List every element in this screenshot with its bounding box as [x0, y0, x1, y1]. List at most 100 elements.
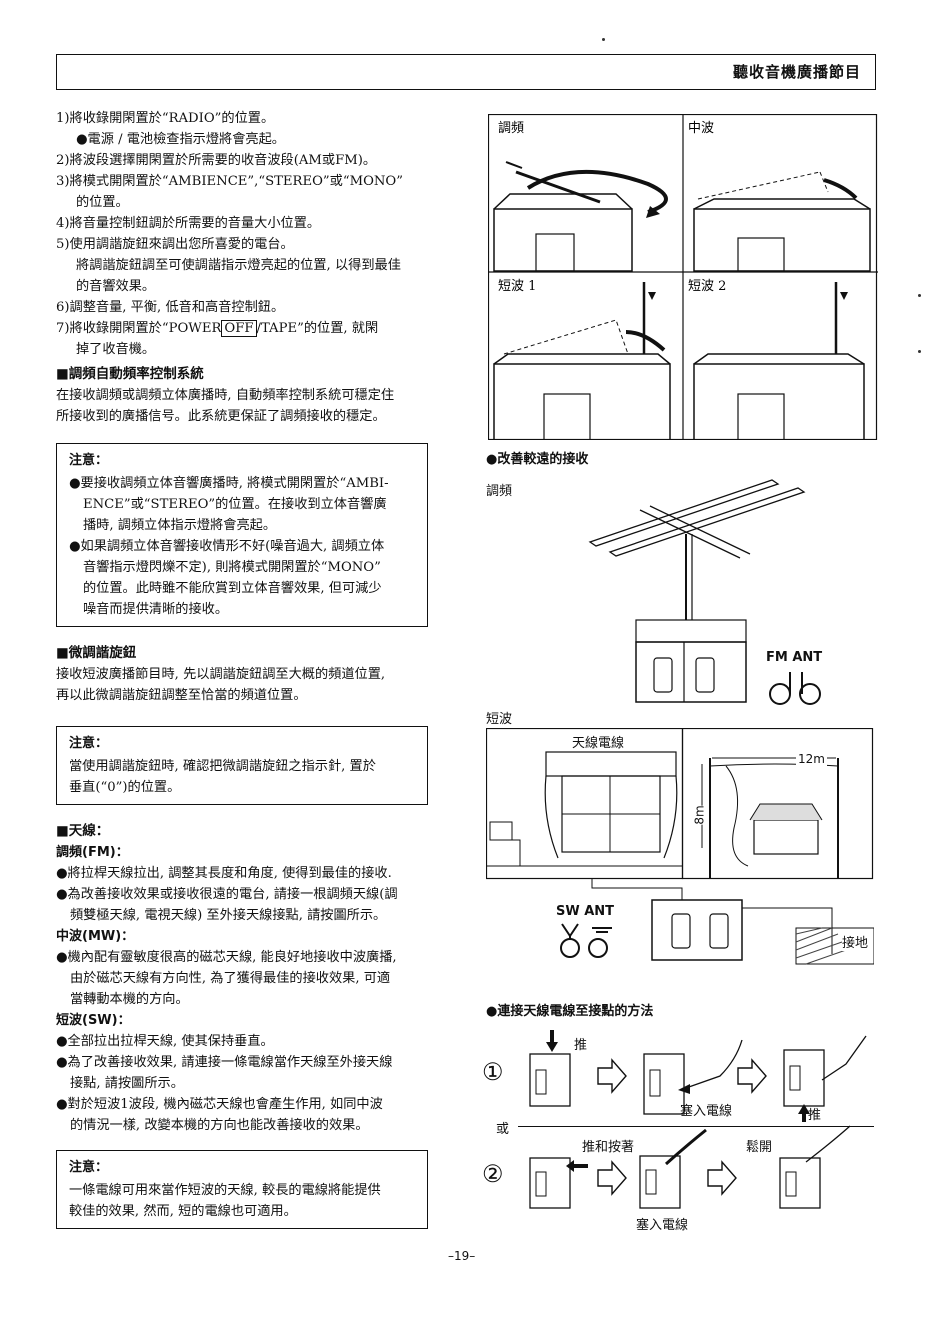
step-number: 1)	[56, 111, 70, 126]
sw-ant-label: SW ANT	[556, 904, 615, 919]
method-2-number: ②	[482, 1160, 504, 1188]
afc-line: 所接收到的廣播信号。此系統更保証了調頻接收的穩定。	[56, 409, 386, 424]
fm-ant-symbol	[769, 672, 821, 705]
radio-small	[489, 821, 513, 841]
step-2: 2)將波段選擇開閑置於所需要的收音波段(AM或FM)。	[56, 150, 442, 171]
fm-label: 調頻	[486, 484, 513, 499]
arrowhead	[566, 1160, 574, 1172]
fine-line: 再以此微調諧旋鈕調整至恰當的頻道位置。	[56, 688, 307, 703]
symbol-lines	[789, 672, 803, 694]
note-line: 當使用調諧旋鈕時, 確認把微調諧旋鈕之指示針, 置於	[69, 759, 376, 774]
radio-sw1-panel	[493, 282, 671, 440]
insert-label: 塞入電線	[680, 1104, 733, 1119]
sw-label: 短波	[486, 712, 513, 727]
arrow-right	[707, 1160, 737, 1196]
clip-slot	[789, 1065, 801, 1091]
scan-dot	[602, 38, 605, 41]
house-roof	[749, 803, 823, 821]
wire	[821, 1035, 867, 1081]
bullet: ●	[76, 132, 88, 147]
note-title: 注意：	[69, 453, 109, 468]
antenna-section: ■天線： 調頻(FM)： ●將拉桿天線拉出, 調整其長度和角度, 使得到最佳的接…	[56, 821, 442, 1136]
clip-slot	[535, 1069, 547, 1095]
wire	[664, 1128, 707, 1166]
jack-panel	[651, 899, 743, 961]
scan-dot	[918, 350, 921, 353]
item-line: ●對於短波1波段, 機內磁芯天線也會產生作用, 如同中波	[56, 1097, 383, 1112]
step-3: 3)將模式開閑置於“AMBIENCE”,“STEREO”或“MONO”的位置。	[56, 171, 442, 213]
step-text: 調整音量, 平衡, 低音和高音控制鈕。	[69, 300, 285, 315]
steps-list: 1)將收錄開閑置於“RADIO”的位置。 ●電源 / 電池檢查指示燈將會亮起。 …	[56, 108, 442, 360]
clip-slot	[535, 1171, 547, 1197]
fm-item: ●為改善接收效果或接收很遠的電台, 請接一根調頻天線(調頻雙極天線, 電視天線)…	[56, 884, 442, 926]
note-box-fine: 注意： 當使用調諧旋鈕時, 確認把微調諧旋鈕之指示針, 置於 垂直(“0”)的位…	[56, 726, 428, 805]
method-1-number: ①	[482, 1058, 504, 1086]
insert2-label: 塞入電線	[636, 1218, 689, 1233]
curtain-valance	[545, 751, 677, 777]
curtains	[544, 775, 678, 859]
note-item: ●要接收調頻立体音響廣播時, 將模式開閑置於“AMBI- ENCE”或“STER…	[69, 473, 417, 536]
outdoor-frame	[681, 728, 874, 880]
step-text: 使用調諧旋鈕來調出您所喜愛的電台。	[69, 237, 294, 252]
push2-label: 推	[808, 1108, 822, 1123]
radio-body	[693, 363, 865, 440]
step-text-cont: 將調諧旋鈕調至可使調諧指示燈亮起的位置, 以得到最佳	[76, 258, 401, 273]
antenna-orientation-figure: 調頻 中波 短波 1 短波 2	[488, 114, 878, 440]
item-line: ●全部拉出拉桿天線, 使其保持垂直。	[56, 1034, 274, 1049]
note-item: ●如果調頻立体音響接收情形不好(噪音過大, 調頻立体 音響指示燈閃爍不定), 則…	[69, 536, 417, 620]
page-title: 聽收音機廣播節目	[732, 63, 861, 81]
clip-slot	[649, 1069, 661, 1097]
note-line: 播時, 調頻立体指示燈將會亮起。	[83, 518, 277, 533]
or-divider	[518, 1126, 874, 1127]
house	[753, 819, 819, 855]
step-5: 5)使用調諧旋鈕來調出您所喜愛的電台。將調諧旋鈕調至可使調諧指示燈亮起的位置, …	[56, 234, 442, 297]
clip-slot	[645, 1169, 657, 1195]
fine-tuning-section: ■微調諧旋鈕 接收短波廣播節目時, 先以調諧旋鈕調至大概的頻道位置, 再以此微調…	[56, 643, 442, 706]
ground-wire	[742, 907, 833, 954]
terminal-left	[671, 913, 691, 949]
room-frame	[486, 728, 684, 880]
step-number: 3)	[56, 174, 70, 189]
antenna-heading: ■天線：	[56, 823, 110, 839]
note-line: 的位置。此時雖不能欣賞到立体音響效果, 但可減少	[83, 581, 382, 596]
step-1: 1)將收錄開閑置於“RADIO”的位置。	[56, 108, 442, 129]
radio-window	[737, 393, 785, 440]
fine-line: 接收短波廣播節目時, 先以調諧旋鈕調至大概的頻道位置,	[56, 667, 386, 682]
fm-antenna-illustration	[588, 479, 806, 703]
radio-top	[693, 198, 871, 210]
quadrant-label: 中波	[688, 121, 714, 136]
dipole-element	[588, 479, 780, 547]
terminal-clip	[643, 1053, 685, 1115]
arrowhead	[798, 1104, 810, 1114]
terminal-circle	[588, 938, 608, 958]
terminal-right	[709, 913, 729, 949]
extend-arrow	[505, 161, 523, 169]
step-4: 4)將音量控制鈕調於所需要的音量大小位置。	[56, 213, 442, 234]
fm-subheading: 調頻(FM)：	[56, 845, 129, 860]
step-number: 5)	[56, 237, 70, 252]
step-text-cont: 掉了收音機。	[76, 342, 156, 357]
item-line: 當轉動本機的方向。	[70, 992, 189, 1007]
radio-window	[737, 237, 785, 272]
item-line: ●為改善接收效果或接收很遠的電台, 請接一根調頻天線(調	[56, 887, 398, 902]
step-text-cont: 的音響效果。	[76, 279, 156, 294]
radio-window	[543, 393, 591, 440]
step-number: 6)	[56, 300, 70, 315]
rotate-arrow	[625, 330, 666, 352]
step-text: 將音量控制鈕調於所需要的音量大小位置。	[69, 216, 321, 231]
item-line: ●機內配有靈敏度很高的磁芯天線, 能良好地接收中波廣播,	[56, 950, 397, 965]
connect-heading: ●連接天線電線至接點的方法	[486, 1004, 654, 1019]
wire	[685, 1039, 743, 1089]
arrow-right	[737, 1058, 767, 1094]
terminal-left	[653, 657, 673, 693]
sw-item: ●全部拉出拉桿天線, 使其保持垂直。	[56, 1031, 442, 1052]
afc-section: ■調頻自動頻率控制系統 在接收調頻或調頻立体廣播時, 自動頻率控制系統可穩定住 …	[56, 364, 442, 427]
item-line: 頻雙極天線, 電視天線) 至外接天線接點, 請按圖所示。	[70, 908, 387, 923]
arrowhead	[840, 292, 848, 300]
item-line: 的情況一樣, 改變本機的方向也能改善接收的效果。	[70, 1118, 369, 1133]
connect-illustration	[529, 1030, 867, 1209]
header-box: 聽收音機廣播節目	[56, 54, 876, 90]
left-column: 1)將收錄開閑置於“RADIO”的位置。 ●電源 / 電池檢查指示燈將會亮起。 …	[56, 108, 442, 1229]
distance-label: 12m	[796, 752, 827, 766]
